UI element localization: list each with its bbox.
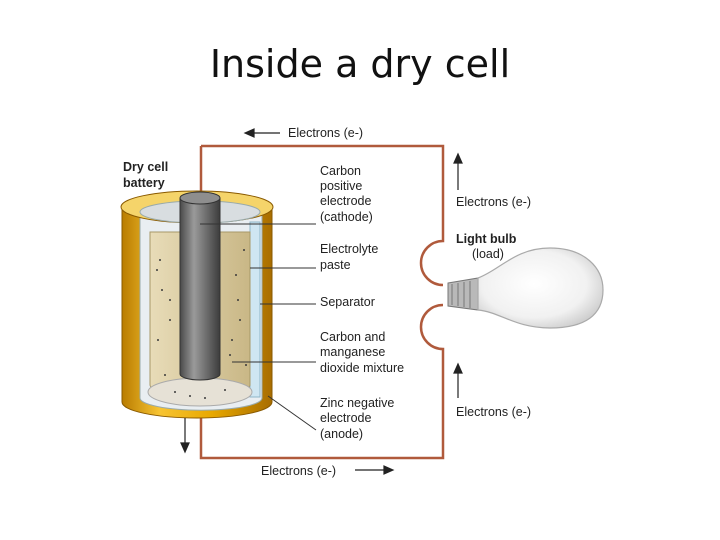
svg-text:dioxide mixture: dioxide mixture <box>320 361 404 375</box>
svg-text:positive: positive <box>320 179 362 193</box>
arrow-left-icon <box>243 128 280 138</box>
electrolyte-label: Electrolyte paste <box>320 242 378 272</box>
cathode-label: Carbon positive electrode (cathode) <box>320 164 373 224</box>
pointer-lines <box>200 223 317 431</box>
svg-text:electrode: electrode <box>320 411 371 425</box>
battery-illustration <box>120 190 274 419</box>
electron-arrows <box>180 128 463 475</box>
light-bulb-illustration <box>447 247 604 329</box>
battery-label-line1: Dry cell <box>123 160 168 174</box>
svg-text:paste: paste <box>320 258 351 272</box>
electrons-right-top-label: Electrons (e-) <box>456 195 531 209</box>
arrow-right-icon <box>355 465 395 475</box>
svg-text:Carbon: Carbon <box>320 164 361 178</box>
mixture-speckles <box>156 249 247 399</box>
battery-label-line2: battery <box>123 176 165 190</box>
svg-text:Carbon and: Carbon and <box>320 330 385 344</box>
anode-label: Zinc negative electrode (anode) <box>320 396 394 441</box>
page-title: Inside a dry cell <box>209 42 511 86</box>
arrow-up-icon <box>453 152 463 190</box>
electrons-right-bottom-label: Electrons (e-) <box>456 405 531 419</box>
svg-text:Electrolyte: Electrolyte <box>320 242 378 256</box>
svg-text:Separator: Separator <box>320 295 375 309</box>
circuit-wire <box>199 144 445 460</box>
arrow-up-icon <box>453 362 463 398</box>
svg-text:manganese: manganese <box>320 345 385 359</box>
svg-text:Zinc negative: Zinc negative <box>320 396 394 410</box>
load-label: (load) <box>472 247 504 261</box>
svg-text:electrode: electrode <box>320 194 371 208</box>
mixture-label: Carbon and manganese dioxide mixture <box>320 330 404 375</box>
svg-text:(cathode): (cathode) <box>320 210 373 224</box>
light-bulb-label: Light bulb <box>456 232 517 246</box>
svg-text:(anode): (anode) <box>320 427 363 441</box>
separator-label: Separator <box>320 295 375 309</box>
electrons-bottom-label: Electrons (e-) <box>261 464 336 478</box>
electrons-top-label: Electrons (e-) <box>288 126 363 140</box>
arrow-down-icon <box>180 418 190 454</box>
